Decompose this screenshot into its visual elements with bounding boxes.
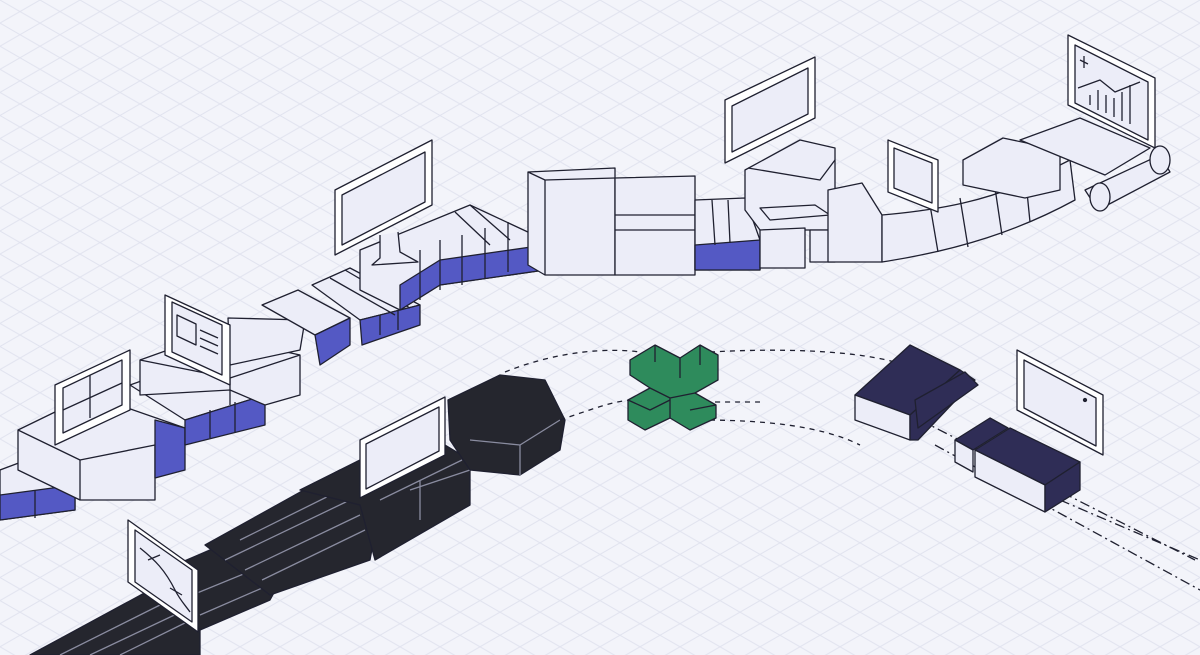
monitor-dashboard-grid — [54, 349, 131, 446]
monitor-route-map — [127, 519, 199, 633]
monitor-blank-top — [724, 56, 816, 164]
monitor-desktop — [334, 139, 433, 266]
monitor-blank-lower — [359, 396, 446, 499]
monitor-small — [887, 139, 939, 213]
output-blocks — [854, 344, 1081, 513]
monitor-analytics-chart — [1067, 34, 1156, 149]
dashed-connectors — [504, 349, 906, 446]
junction-x-block — [627, 344, 719, 431]
monitor-output-panel — [1016, 349, 1104, 456]
plus-icon — [1079, 56, 1089, 68]
monitor-document-panel — [164, 294, 231, 386]
